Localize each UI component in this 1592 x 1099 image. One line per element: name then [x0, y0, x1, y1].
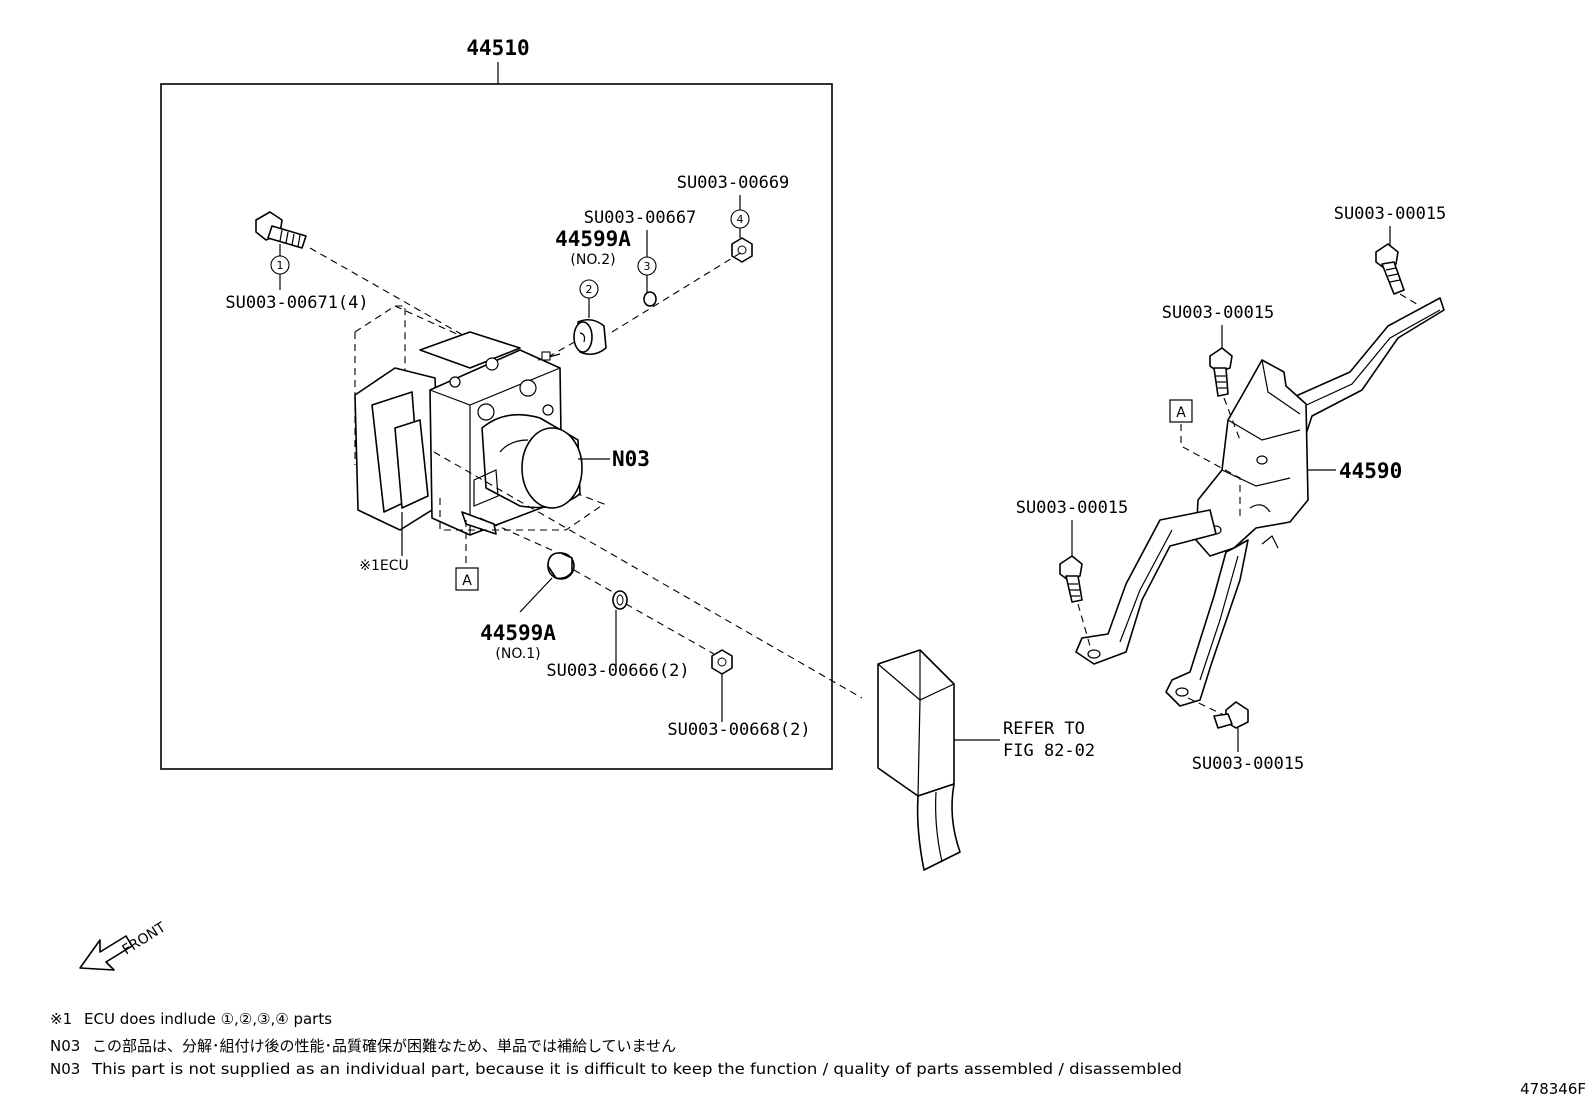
bracket-bolt-left: SU003-00015 — [1016, 498, 1129, 647]
figure-id: 478346F — [1520, 1080, 1586, 1098]
assembly-44510: 44510 — [160, 36, 833, 770]
svg-text:2: 2 — [586, 283, 593, 296]
front-direction-indicator: FRONT — [79, 919, 169, 971]
bracket-bolt-bottom: SU003-00015 — [1187, 697, 1305, 774]
svg-text:1: 1 — [277, 259, 284, 272]
connector-ref-line2[interactable]: FIG 82-02 — [1003, 741, 1095, 761]
assembly-part-number[interactable]: 44510 — [466, 36, 529, 60]
assembly-frame — [160, 83, 833, 770]
pump-motor-label[interactable]: N03 — [612, 447, 650, 471]
bolt-icon — [1059, 555, 1083, 581]
bolt-icon — [1209, 347, 1233, 373]
connector-ref-line1[interactable]: REFER TO — [1003, 719, 1085, 739]
bracket-44590: 44590 A — [1075, 297, 1445, 707]
bracket-part-number[interactable]: 44590 — [1339, 459, 1402, 483]
callout-bracket-bolt-top[interactable]: SU003-00015 — [1334, 204, 1447, 224]
callout-bracket-bolt-bottom[interactable]: SU003-00015 — [1192, 754, 1305, 774]
footnotes: ※1 ECU does indlude ①,②,③,④ parts N03 この… — [50, 1010, 1182, 1078]
bracket-view-ref-a-box — [1169, 399, 1193, 423]
callout-bolt-main[interactable]: SU003-00671(4) — [225, 293, 368, 313]
washer-icon — [643, 291, 657, 307]
note-ecu-text: ECU does indlude ①,②,③,④ parts — [84, 1010, 332, 1028]
callout-nut-upper[interactable]: SU003-00669 — [677, 173, 790, 193]
callout-bracket-bolt-upper[interactable]: SU003-00015 — [1162, 303, 1275, 323]
note-n03-ja-prefix: N03 — [50, 1037, 80, 1055]
svg-text:(NO.1): (NO.1) — [495, 646, 540, 662]
callout-washer-upper[interactable]: SU003-00667 — [584, 208, 697, 228]
view-ref-a-box — [455, 567, 479, 591]
callout-bracket-bolt-left[interactable]: SU003-00015 — [1016, 498, 1129, 518]
note-n03-en-text: This part is not supplied as an individu… — [91, 1060, 1182, 1078]
svg-text:3: 3 — [644, 260, 651, 273]
front-arrow-icon — [79, 935, 133, 971]
note-n03-en-prefix: N03 — [50, 1060, 80, 1078]
bracket-bolt-top: SU003-00015 — [1334, 204, 1447, 307]
svg-text:A: A — [462, 573, 472, 589]
cushion-no2: 44599A (NO.2) 2 — [555, 227, 631, 356]
callout-cushion-no1[interactable]: 44599A — [480, 621, 556, 645]
callout-washer-lower[interactable]: SU003-00666(2) — [546, 661, 689, 681]
bracket-bolt-upper: SU003-00015 — [1162, 303, 1275, 441]
washer-and-nut-upper: SU003-00667 3 SU003-00669 4 — [584, 173, 790, 307]
svg-text:A: A — [1176, 405, 1186, 421]
cushion-no1: 44599A (NO.1) — [480, 552, 575, 662]
note-ecu-prefix: ※1 — [50, 1010, 72, 1028]
washer-and-nut-lower: SU003-00666(2) SU003-00668(2) — [546, 590, 811, 740]
svg-text:4: 4 — [737, 213, 744, 226]
abs-actuator-unit: N03 ※1ECU A — [354, 305, 650, 591]
note-n03-ja-text: この部品は、分解･組付け後の性能･品質確保が困難なため、単品では補給していません — [92, 1037, 676, 1055]
callout-cushion-no2[interactable]: 44599A — [555, 227, 631, 251]
ecu-label[interactable]: ※1ECU — [359, 558, 409, 574]
callout-nut-lower[interactable]: SU003-00668(2) — [667, 720, 810, 740]
bolt-main: 1 SU003-00671(4) — [225, 211, 369, 313]
svg-text:(NO.2): (NO.2) — [570, 252, 615, 268]
harness-connector: REFER TO FIG 82-02 — [877, 649, 1095, 871]
